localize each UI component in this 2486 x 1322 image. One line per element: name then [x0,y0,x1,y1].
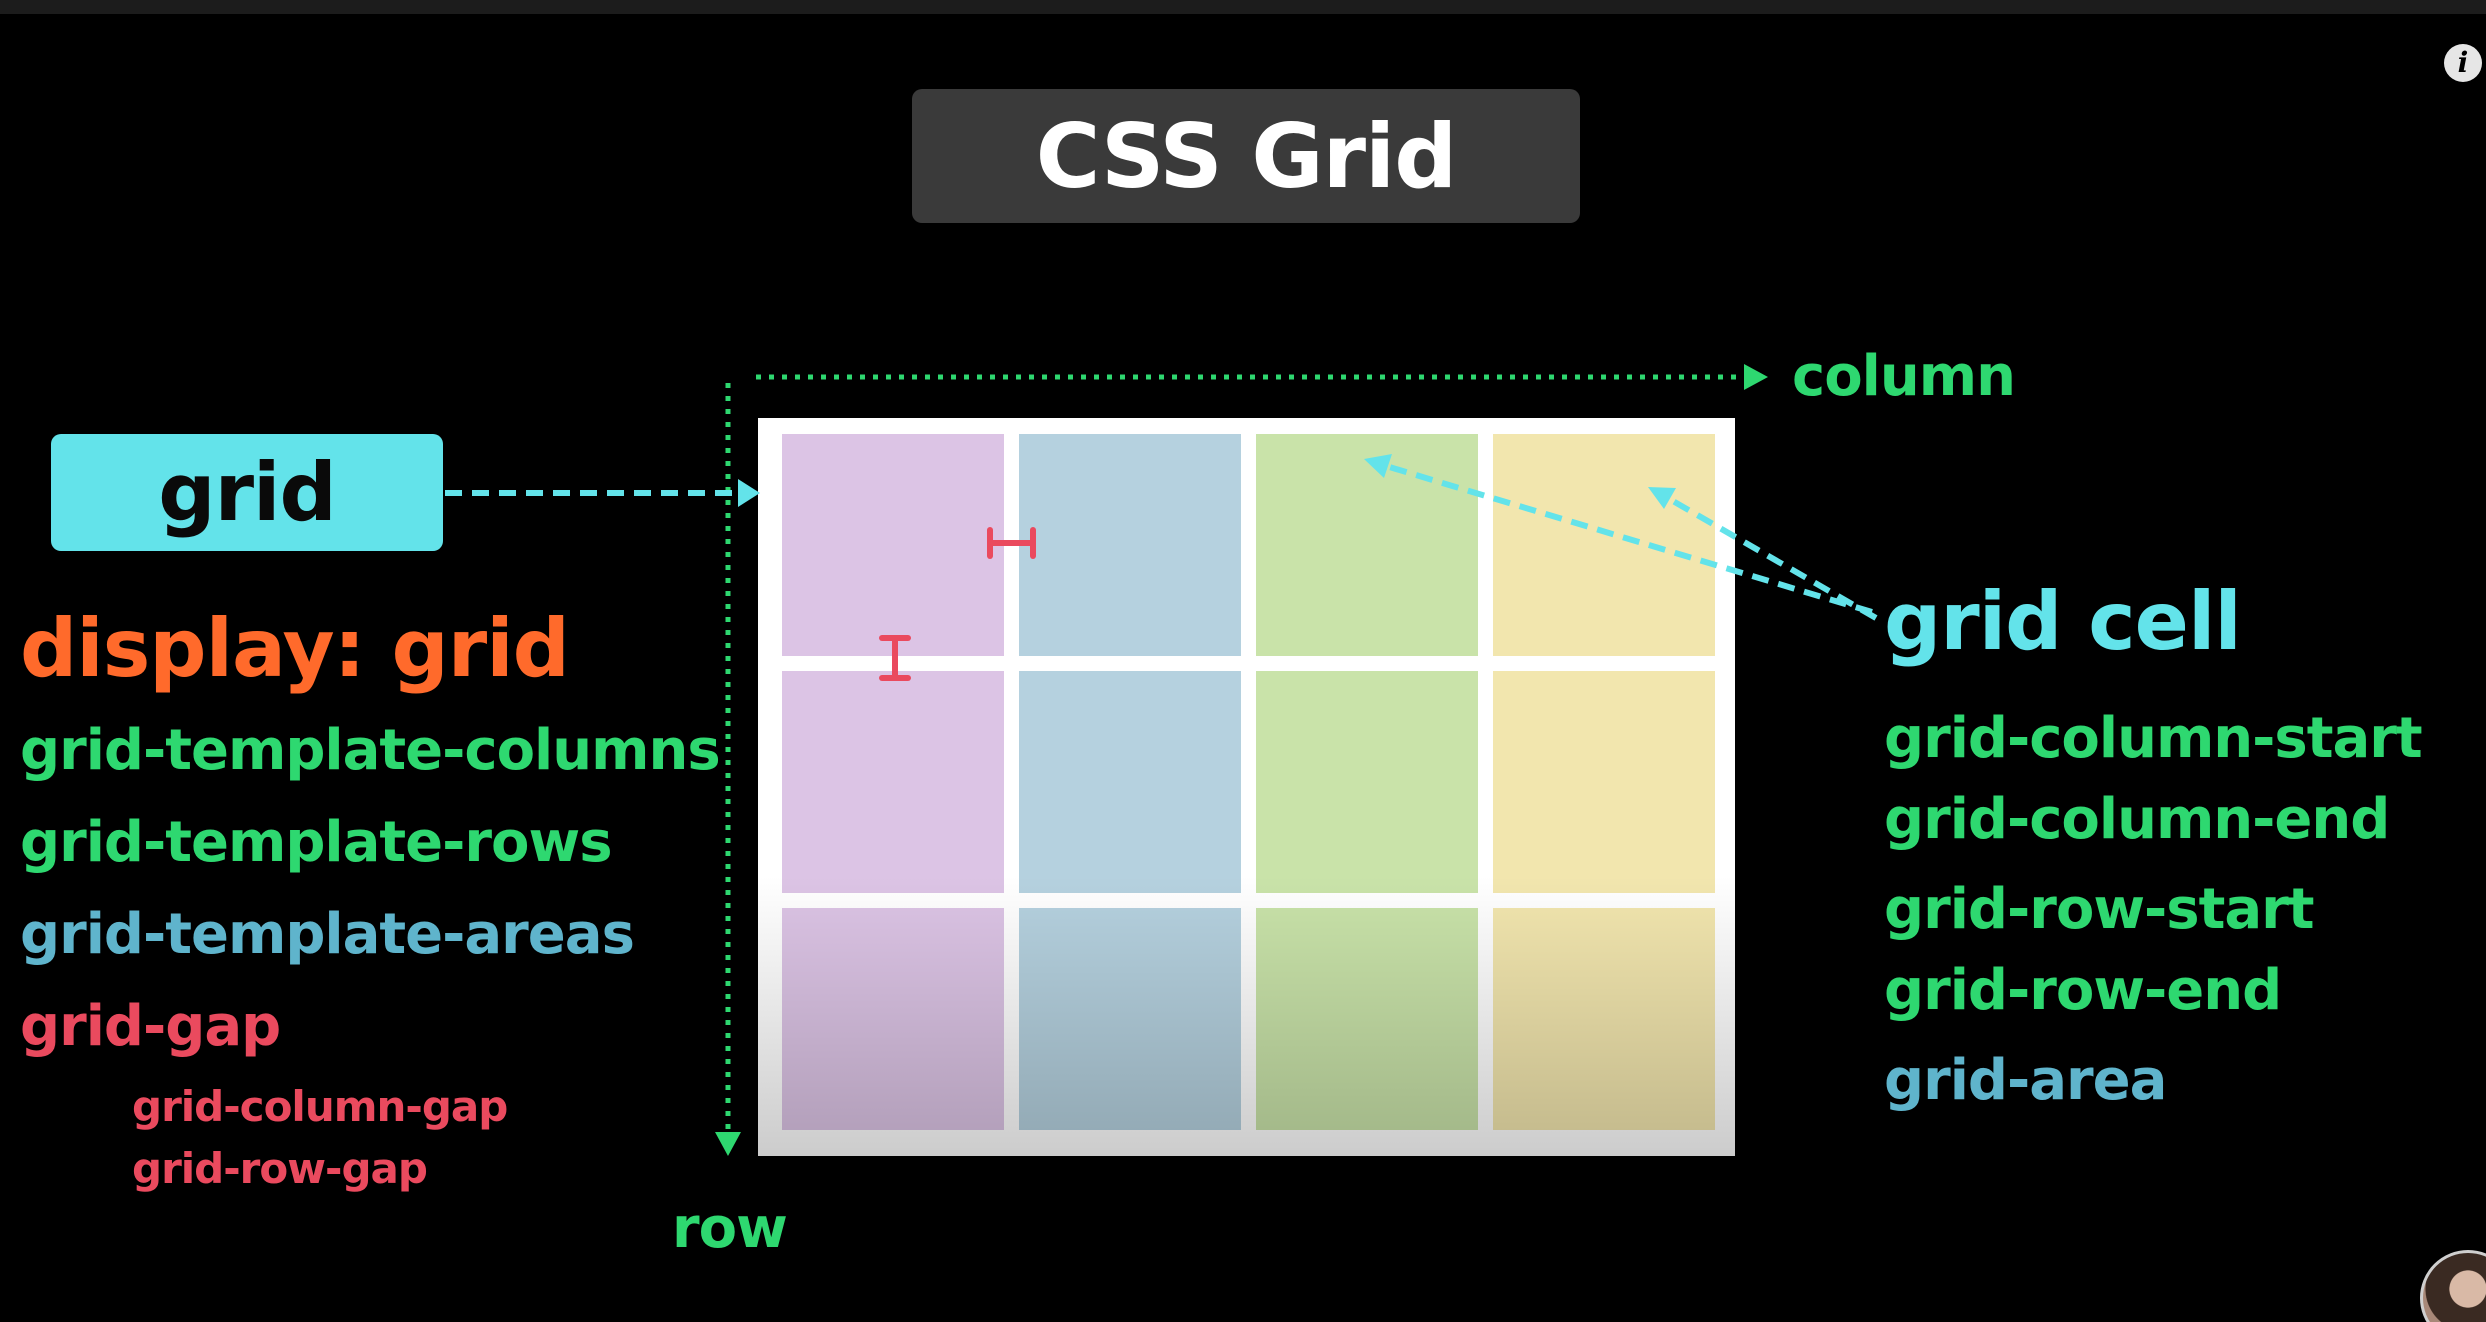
column-axis-arrowhead [1744,364,1768,390]
grid-column-start-property: grid-column-start [1884,706,2423,771]
info-icon[interactable]: i [2444,44,2482,82]
grid-template-areas-property: grid-template-areas [20,902,635,967]
grid-row-end-property: grid-row-end [1884,958,2282,1023]
grid-column-end-property: grid-column-end [1884,787,2390,852]
grid-pointer-arrowhead [738,479,760,507]
grid-cell-arrowhead-2 [1648,487,1676,509]
grid-label: grid [158,446,336,539]
grid-shading [758,418,1735,1156]
grid-cell-arrowhead-1 [1364,454,1392,478]
grid-template-rows-property: grid-template-rows [20,810,613,875]
row-axis-label: row [672,1196,788,1261]
column-gap-marker [987,527,1036,559]
title-box: CSS Grid [912,89,1580,223]
grid-cell-arrow-2 [1664,494,1878,621]
row-axis-arrowhead [715,1132,741,1156]
grid-cell-arrow-1 [1385,463,1873,615]
grid-area-property: grid-area [1884,1048,2167,1113]
grid-container-label: grid [51,434,443,551]
column-axis-label: column [1792,344,2016,409]
display-grid-property: display: grid [20,602,570,695]
page-title: CSS Grid [1035,104,1457,208]
grid-gap-property: grid-gap [20,994,281,1059]
presenter-avatar [2420,1250,2486,1322]
row-gap-marker [879,635,911,681]
grid-row-gap-property: grid-row-gap [132,1144,428,1193]
grid-row-start-property: grid-row-start [1884,877,2315,942]
grid-column-gap-property: grid-column-gap [132,1082,508,1131]
grid-cell-label: grid cell [1884,575,2242,668]
grid-template-columns-property: grid-template-columns [20,718,721,783]
top-bar [0,0,2486,14]
